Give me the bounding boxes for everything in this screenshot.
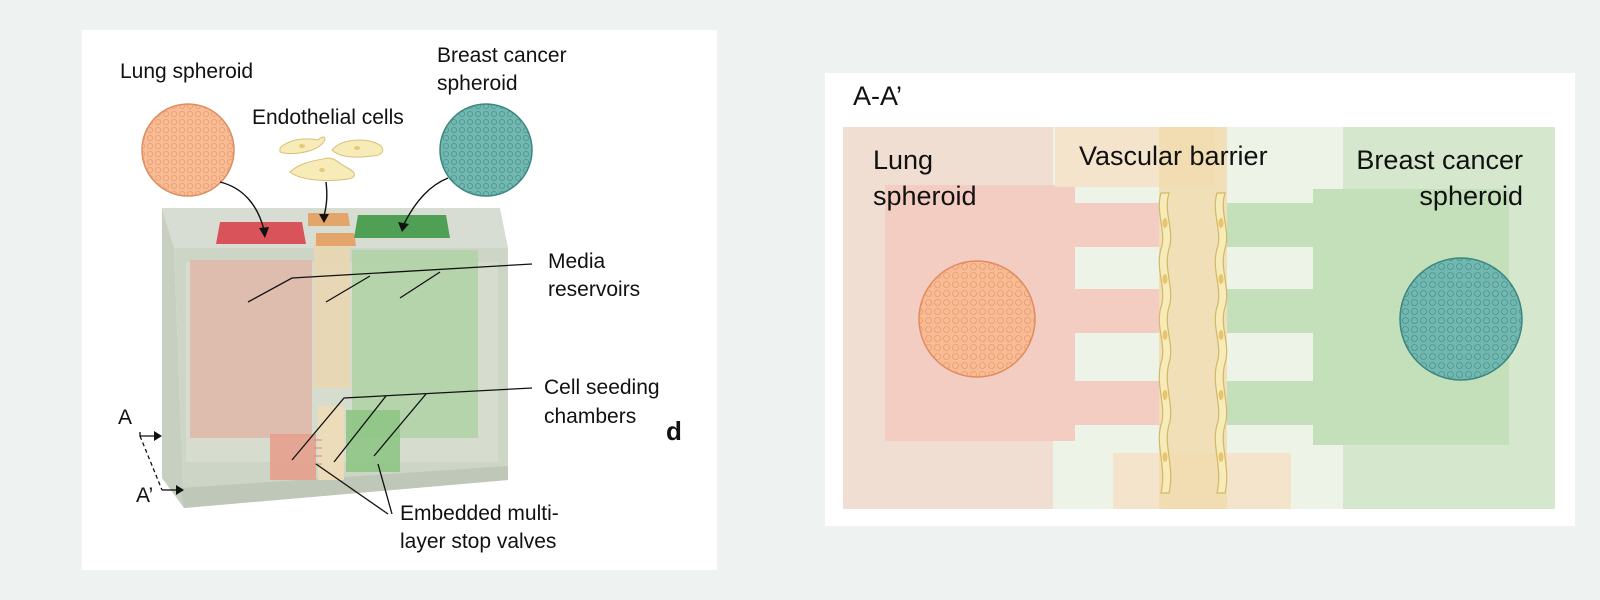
endothelial-seeding-chamber bbox=[318, 406, 344, 480]
channel-gaps bbox=[1075, 247, 1313, 381]
breast-arrowhead bbox=[398, 222, 409, 232]
section-arrow-a-prime bbox=[176, 485, 184, 495]
breast-spheroid-cross-icon bbox=[1399, 257, 1523, 381]
section-a-prime-label: A’ bbox=[136, 484, 153, 507]
lung-cross-label-line2: spheroid bbox=[873, 181, 977, 211]
left-endothelial-wall bbox=[1158, 192, 1172, 494]
cross-section-svg: A-A’ Lung spheroid Vascular barrier Brea… bbox=[843, 81, 1555, 509]
endothelial-cap-lower bbox=[316, 233, 356, 246]
leader-lines bbox=[247, 263, 533, 515]
cross-section-panel: A-A’ Lung spheroid Vascular barrier Brea… bbox=[825, 73, 1575, 526]
chip-schematic-panel: Lung spheroid Breast cancer spheroid End… bbox=[82, 30, 717, 570]
valve-leader-1 bbox=[315, 463, 389, 515]
stop-valves-label-line2: layer stop valves bbox=[400, 530, 556, 553]
endothelial-cells-icon bbox=[279, 136, 384, 181]
chip-left-face bbox=[162, 208, 184, 508]
lung-cross-label-line1: Lung bbox=[873, 145, 933, 175]
breast-media-reservoir bbox=[352, 250, 478, 438]
lung-spheroid-icon bbox=[141, 103, 235, 197]
lung-spheroid-cross-icon bbox=[918, 260, 1036, 378]
chip-bottom-edge bbox=[180, 466, 508, 508]
stop-valves-label-line1: Embedded multi- bbox=[400, 502, 559, 525]
panel-letter: d bbox=[666, 416, 682, 446]
right-endothelial-wall bbox=[1214, 192, 1228, 494]
endothelial-media-reservoir bbox=[314, 236, 350, 388]
stop-valve-steps bbox=[314, 439, 322, 465]
vascular-barrier-label: Vascular barrier bbox=[1079, 141, 1268, 171]
endothelial-cap-upper bbox=[308, 213, 350, 226]
endothelial-arrowhead bbox=[319, 214, 329, 223]
seeding-leader-3 bbox=[373, 393, 427, 457]
endothelial-cell-layer bbox=[1158, 192, 1228, 494]
lung-reservoir-cap bbox=[216, 222, 306, 244]
breast-cross-label-line1: Breast cancer bbox=[1356, 145, 1523, 175]
breast-spheroid-icon bbox=[439, 103, 533, 197]
media-leader-2 bbox=[325, 275, 371, 303]
breast-cross-label-line2: spheroid bbox=[1419, 181, 1523, 211]
loading-arrows bbox=[219, 177, 449, 231]
breast-spheroid-label-line2: spheroid bbox=[437, 72, 518, 95]
media-leader-1 bbox=[247, 263, 533, 303]
media-reservoirs-label-line1: Media bbox=[548, 250, 606, 273]
media-leader-3 bbox=[399, 271, 441, 299]
chip-schematic-svg: Lung spheroid Breast cancer spheroid End… bbox=[118, 44, 682, 553]
lung-media-reservoir bbox=[190, 260, 312, 438]
cell-seeding-label-line2: chambers bbox=[544, 405, 636, 428]
section-a-label: A bbox=[118, 406, 132, 429]
lung-spheroid-label: Lung spheroid bbox=[120, 60, 253, 83]
cell-seeding-label-line1: Cell seeding bbox=[544, 376, 660, 399]
breast-seeding-chamber bbox=[346, 410, 400, 472]
endothelial-loading-arrow bbox=[323, 181, 328, 217]
seeding-leader-2 bbox=[333, 395, 387, 463]
breast-loading-arrow bbox=[403, 177, 449, 225]
media-reservoirs-label-line2: reservoirs bbox=[548, 278, 640, 301]
lung-seeding-chamber bbox=[270, 434, 316, 480]
breast-microchannels bbox=[1227, 203, 1313, 425]
endothelial-cells-label: Endothelial cells bbox=[252, 106, 404, 129]
cross-section-title: A-A’ bbox=[853, 81, 902, 111]
lung-arrowhead bbox=[259, 227, 269, 238]
section-arrow-a bbox=[154, 431, 162, 441]
section-markers bbox=[139, 432, 178, 491]
seeding-leader-1 bbox=[291, 387, 533, 461]
lung-loading-arrow bbox=[219, 181, 265, 231]
valve-leader-2 bbox=[377, 463, 393, 515]
breast-spheroid-label-line1: Breast cancer bbox=[437, 44, 567, 67]
lung-microchannels bbox=[1075, 203, 1159, 425]
